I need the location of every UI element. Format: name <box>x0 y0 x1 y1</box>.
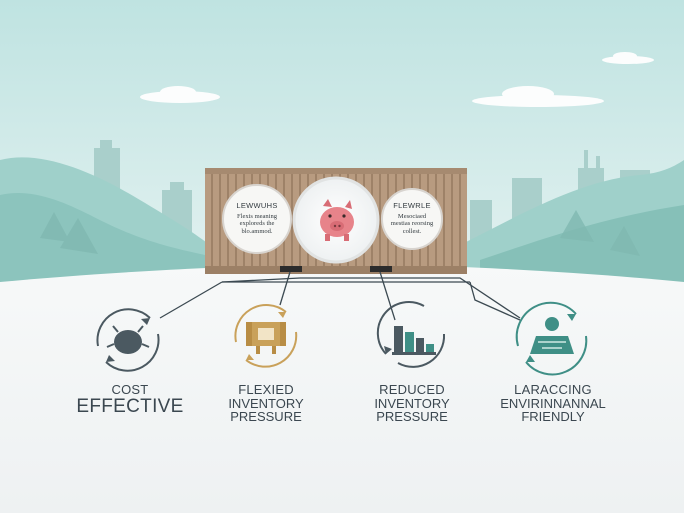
cost-cycle-icon <box>96 308 160 372</box>
benefit-line: FLEXIED <box>238 382 294 397</box>
left-panel-text: LEWWUHS Flexis meaning exploreds the blo… <box>227 201 287 235</box>
left-panel-title: LEWWUHS <box>236 201 278 210</box>
benefit-line: EFFECTIVE <box>76 395 184 417</box>
environment-cycle-icon <box>515 301 588 376</box>
connector-lines <box>159 271 521 321</box>
benefit-line: INVENTORY <box>228 395 304 411</box>
right-panel-text: FLEWRLE Mesociaed mestias reorsing colle… <box>382 201 442 235</box>
benefit-label-reduced: REDUCED INVENTORY PRESSURE <box>350 383 474 424</box>
benefit-label-flexied: FLEXIED INVENTORY PRESSURE <box>206 383 326 424</box>
piggy-bank-icon <box>320 199 354 241</box>
ground <box>0 264 684 513</box>
benefit-line: ENVIRINNANNAL <box>500 395 606 411</box>
benefit-line: PRESSURE <box>230 409 302 425</box>
left-panel-line: Flexis meaning <box>237 212 277 220</box>
right-panel-line: mestias reorsing <box>390 220 434 228</box>
left-panel-line: blo.ammod. <box>241 227 273 235</box>
benefit-line: INVENTORY <box>374 395 450 411</box>
reduced-inventory-icon <box>376 301 446 368</box>
benefit-line: REDUCED <box>379 382 445 397</box>
flexible-inventory-icon <box>234 304 298 368</box>
left-panel-line: exploreds the <box>239 220 275 228</box>
benefit-label-cost: COST EFFECTIVE <box>70 383 190 417</box>
benefit-line: COST <box>111 382 149 397</box>
benefit-line: LARACCING <box>514 382 592 397</box>
right-info-panel <box>381 188 443 250</box>
left-info-panel <box>222 184 292 254</box>
right-panel-line: Mesociaed <box>397 212 427 220</box>
clouds <box>140 52 654 107</box>
benefit-line: PRESSURE <box>376 409 448 425</box>
hills <box>0 157 684 290</box>
right-panel-line: collest. <box>402 227 422 235</box>
benefit-line: FRIENDLY <box>521 409 585 425</box>
benefit-label-environment: LARACCING ENVIRINNANNAL FRIENDLY <box>478 383 628 424</box>
right-panel-title: FLEWRLE <box>393 201 431 210</box>
